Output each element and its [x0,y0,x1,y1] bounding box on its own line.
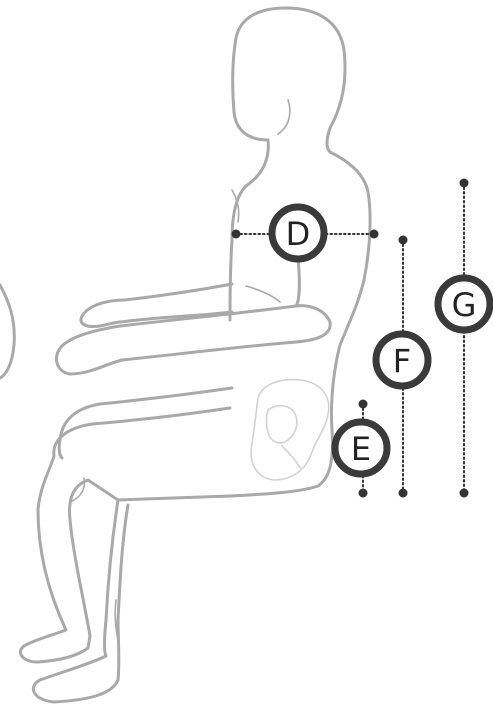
figure-head-back-outline [118,8,370,500]
measurement-e-endpoint-top [359,400,368,409]
measurement-e: E [335,400,387,498]
measurement-d: D [232,207,379,259]
figure-legs-outline [20,408,230,702]
figure-upper-arm-outline [296,258,330,342]
seated-figure [20,8,370,702]
measurement-g-endpoint-top [460,179,469,188]
measurement-f-endpoint-top [399,236,408,245]
measurement-g-endpoint-bottom [460,489,469,498]
left-edge-fragment [0,285,14,378]
figure-pelvis-bone [251,380,329,480]
figure-back-forearm [81,284,232,327]
measurement-d-endpoint-left [232,230,241,239]
marker-d-label: D [286,215,311,253]
figure-chest-line [246,286,280,302]
marker-g-label: G [452,286,477,324]
figure-ear [278,100,290,134]
marker-e-label: E [351,430,371,468]
marker-f-label: F [393,342,411,380]
measurement-e-endpoint-bottom [359,489,368,498]
measurement-f-endpoint-bottom [399,489,408,498]
measurement-g: G [438,179,490,498]
measurement-d-endpoint-right [370,230,379,239]
figure-rear-thigh [59,388,232,458]
